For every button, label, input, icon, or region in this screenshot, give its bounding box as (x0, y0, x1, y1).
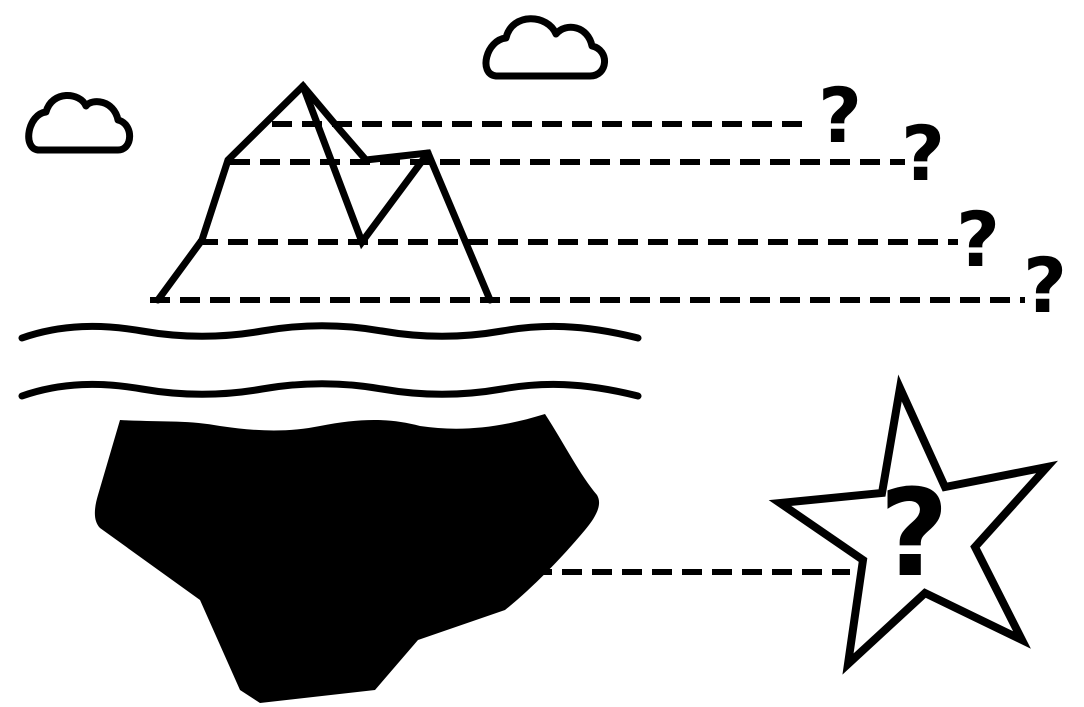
question-mark-icon: ? (1023, 241, 1067, 330)
question-mark-icons: ? ? ? ? (818, 71, 1067, 330)
cloud-icon-left (29, 95, 130, 150)
iceberg-underwater-mass-icon (95, 414, 599, 703)
star-icon: ? (780, 388, 1047, 664)
water-waves-icon (22, 326, 638, 396)
question-mark-icon: ? (901, 109, 945, 198)
question-mark-icon: ? (956, 195, 1000, 284)
question-mark-icon: ? (818, 71, 862, 160)
cloud-icon-top (486, 19, 605, 76)
question-mark-icon: ? (879, 465, 949, 604)
iceberg-tip-icon (158, 86, 490, 300)
